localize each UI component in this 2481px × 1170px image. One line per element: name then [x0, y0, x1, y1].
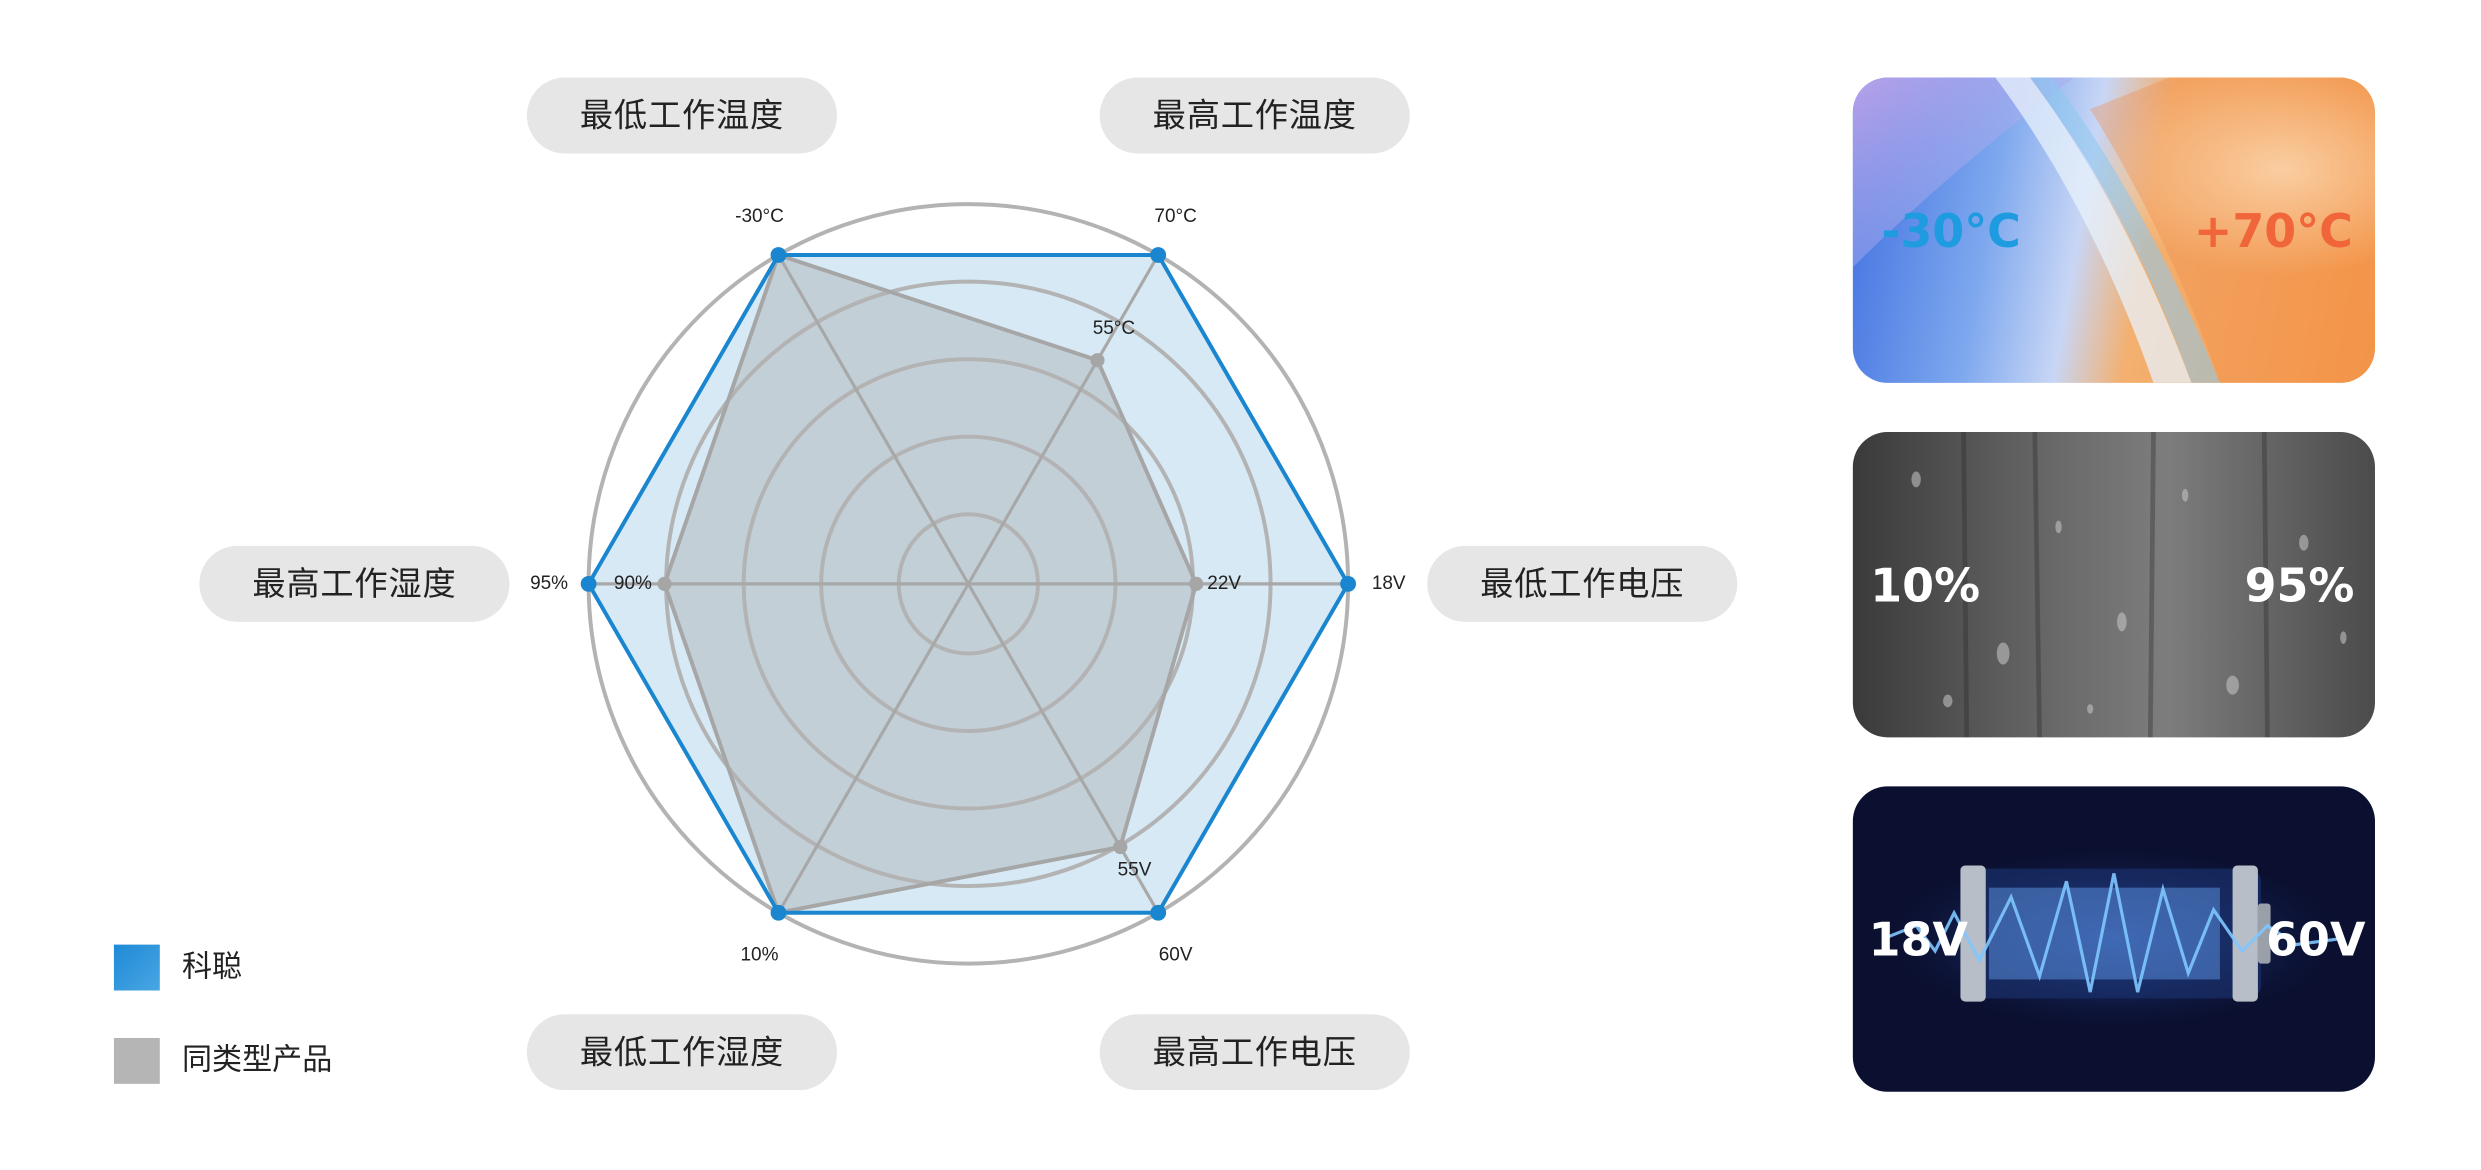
competitor-point — [1189, 576, 1204, 591]
axis-label-min-humidity: 最低工作湿度 — [526, 1014, 838, 1091]
radar-spoke — [777, 583, 970, 914]
temp-low-value: -30°C — [1881, 204, 2021, 258]
kecong-data-label: 60V — [1159, 945, 1193, 966]
competitor-data-label: 55V — [1118, 859, 1152, 880]
temperature-card: -30°C +70°C — [1852, 77, 2375, 383]
kecong-data-label: -30°C — [735, 206, 784, 227]
kecong-point — [1150, 247, 1167, 263]
voltage-high-value: 60V — [2266, 912, 2366, 967]
kecong-point — [770, 904, 787, 921]
humidity-card: 10% 95% — [1852, 431, 2375, 738]
kecong-data-label: 18V — [1372, 573, 1406, 594]
legend-label-kecong: 科聪 — [181, 949, 243, 985]
humidity-card-art — [1911, 431, 2347, 738]
axis-label-min-voltage: 最低工作电压 — [1427, 545, 1738, 622]
axis-label-min-temp: 最低工作温度 — [526, 77, 838, 154]
voltage-card: 18V 60V — [1852, 786, 2375, 1092]
competitor-point — [1113, 839, 1128, 855]
kecong-data-label: 10% — [741, 945, 779, 966]
temp-high-value: +70°C — [2193, 204, 2353, 258]
kecong-point — [770, 247, 787, 263]
competitor-point — [657, 576, 672, 591]
kecong-point — [1340, 575, 1357, 592]
competitor-data-label: 22V — [1207, 573, 1241, 594]
axis-label-max-voltage: 最高工作电压 — [1099, 1014, 1410, 1091]
competitor-data-label: 55°C — [1093, 318, 1135, 339]
temperature-card-art — [1852, 77, 2375, 383]
radar-spoke — [777, 254, 970, 585]
humidity-low-value: 10% — [1870, 558, 1981, 613]
legend-swatch-competitor — [113, 1037, 160, 1084]
axis-label-max-humidity: 最高工作湿度 — [199, 545, 510, 622]
legend-label-competitor: 同类型产品 — [181, 1042, 333, 1078]
kecong-point — [1150, 904, 1167, 921]
battery-icon — [1876, 843, 2352, 1034]
competitor-point — [1090, 353, 1105, 368]
axis-label-max-temp: 最高工作温度 — [1099, 77, 1410, 154]
humidity-high-value: 95% — [2244, 558, 2355, 613]
voltage-low-value: 18V — [1868, 912, 1969, 967]
radar-spoke — [966, 254, 1160, 585]
kecong-data-label: 70°C — [1154, 206, 1196, 227]
radar-spoke — [966, 583, 1160, 914]
legend-swatch-kecong — [113, 944, 160, 991]
kecong-point — [580, 575, 597, 592]
kecong-data-label: 95% — [530, 573, 568, 594]
competitor-data-label: 90% — [614, 573, 652, 594]
